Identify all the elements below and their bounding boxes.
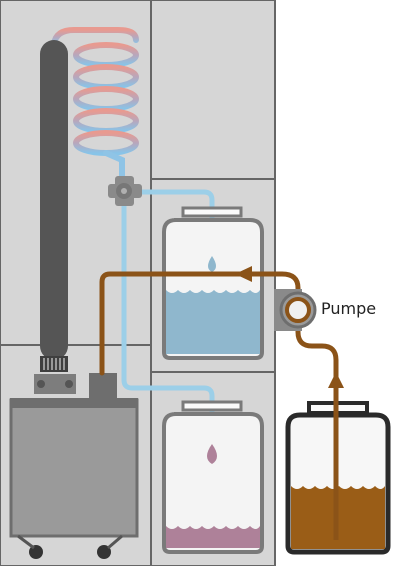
flow-arrow-icon — [328, 372, 344, 388]
distillate-line — [121, 189, 215, 443]
feed-line — [99, 271, 339, 543]
pump-label: Pumpe — [321, 299, 377, 318]
cooling-coil — [51, 27, 139, 181]
flow-arrow-icon — [235, 266, 252, 282]
still-base — [9, 373, 139, 559]
feed-jar — [285, 372, 391, 555]
pump-icon — [274, 289, 317, 331]
distillation-column — [34, 40, 76, 394]
residue-jar — [162, 400, 264, 554]
distillate-jar — [162, 206, 264, 360]
valve-icon — [108, 176, 142, 206]
